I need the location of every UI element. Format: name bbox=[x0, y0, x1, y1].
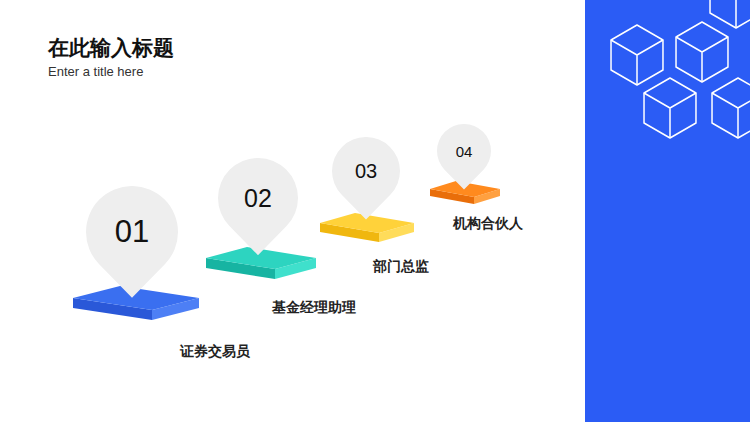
cube-edge bbox=[712, 93, 750, 138]
step-label: 证券交易员 bbox=[180, 343, 250, 361]
cube-outline bbox=[676, 22, 728, 82]
pin-outline bbox=[332, 137, 400, 220]
cube-outline bbox=[710, 0, 750, 28]
slide-subtitle: Enter a title here bbox=[48, 64, 143, 79]
cube-outline bbox=[712, 78, 750, 138]
step-label: 机构合伙人 bbox=[453, 215, 523, 233]
step-label: 部门总监 bbox=[373, 258, 429, 276]
step-pin: 02 bbox=[218, 158, 298, 255]
cube-pattern bbox=[611, 0, 750, 138]
step-number: 04 bbox=[456, 143, 473, 160]
side-panel bbox=[585, 0, 750, 422]
cube-edge bbox=[710, 0, 750, 28]
step-number: 02 bbox=[244, 184, 272, 213]
pin-outline bbox=[218, 158, 298, 255]
slide-title: 在此输入标题 bbox=[48, 34, 174, 62]
cube-outline bbox=[611, 25, 663, 85]
cube-outline bbox=[644, 78, 696, 138]
cube-edge bbox=[611, 40, 663, 85]
step-number: 03 bbox=[355, 160, 377, 183]
pin-outline bbox=[437, 124, 491, 190]
step-number: 01 bbox=[115, 214, 149, 250]
step-pin: 04 bbox=[437, 124, 491, 190]
pin-outline bbox=[86, 186, 178, 298]
step-pin: 03 bbox=[332, 137, 400, 220]
step-label: 基金经理助理 bbox=[272, 299, 356, 317]
step-pin: 01 bbox=[86, 186, 178, 298]
cube-edge bbox=[676, 37, 728, 82]
cube-edge bbox=[644, 93, 696, 138]
